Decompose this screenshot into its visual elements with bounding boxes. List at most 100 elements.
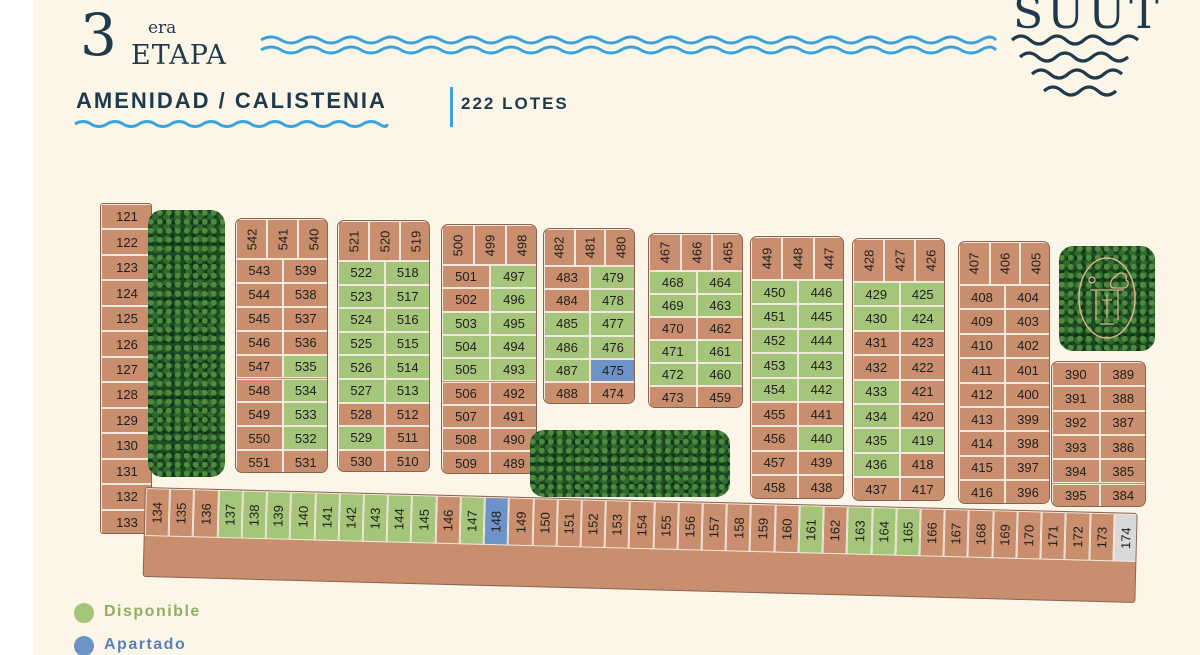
lot-448[interactable]: 448 <box>782 237 814 280</box>
lot-520[interactable]: 520 <box>369 221 400 261</box>
lot-173[interactable]: 173 <box>1088 512 1115 562</box>
lot-466[interactable]: 466 <box>680 234 713 271</box>
lot-435[interactable]: 435 <box>853 428 900 453</box>
lot-473[interactable]: 473 <box>649 386 697 407</box>
lot-494[interactable]: 494 <box>490 334 536 359</box>
lot-537[interactable]: 537 <box>282 306 327 331</box>
lot-486[interactable]: 486 <box>544 335 590 359</box>
lot-443[interactable]: 443 <box>798 353 843 378</box>
lot-493[interactable]: 493 <box>490 358 536 382</box>
lot-131[interactable]: 131 <box>101 458 151 485</box>
lot-533[interactable]: 533 <box>282 402 327 427</box>
lot-542[interactable]: 542 <box>236 219 267 259</box>
lot-151[interactable]: 151 <box>556 498 582 548</box>
lot-395[interactable]: 395 <box>1052 483 1100 506</box>
lot-412[interactable]: 412 <box>959 382 1005 407</box>
lot-539[interactable]: 539 <box>282 259 327 283</box>
lot-408[interactable]: 408 <box>959 285 1005 310</box>
lot-456[interactable]: 456 <box>751 426 798 451</box>
lot-135[interactable]: 135 <box>168 488 195 538</box>
lot-519[interactable]: 519 <box>400 221 429 261</box>
lot-549[interactable]: 549 <box>236 402 283 427</box>
lot-477[interactable]: 477 <box>590 312 634 336</box>
lot-389[interactable]: 389 <box>1099 362 1145 387</box>
lot-445[interactable]: 445 <box>798 304 843 329</box>
lot-385[interactable]: 385 <box>1099 459 1145 484</box>
lot-419[interactable]: 419 <box>899 428 944 453</box>
lot-145[interactable]: 145 <box>411 494 437 544</box>
lot-484[interactable]: 484 <box>544 289 590 313</box>
lot-469[interactable]: 469 <box>649 294 697 317</box>
lot-153[interactable]: 153 <box>604 500 631 549</box>
lot-391[interactable]: 391 <box>1052 386 1100 411</box>
lot-122[interactable]: 122 <box>101 229 151 255</box>
lot-488[interactable]: 488 <box>544 382 590 404</box>
lot-133[interactable]: 133 <box>101 509 151 533</box>
lot-462[interactable]: 462 <box>696 317 742 340</box>
lot-129[interactable]: 129 <box>101 407 151 434</box>
lot-428[interactable]: 428 <box>853 239 884 282</box>
lot-535[interactable]: 535 <box>282 354 327 379</box>
lot-409[interactable]: 409 <box>959 309 1005 334</box>
lot-397[interactable]: 397 <box>1005 455 1049 481</box>
lot-453[interactable]: 453 <box>751 353 798 378</box>
lot-451[interactable]: 451 <box>751 304 798 329</box>
lot-398[interactable]: 398 <box>1005 431 1049 456</box>
lot-485[interactable]: 485 <box>544 312 590 336</box>
lot-423[interactable]: 423 <box>899 330 944 356</box>
lot-544[interactable]: 544 <box>236 282 283 307</box>
lot-154[interactable]: 154 <box>628 500 655 550</box>
lot-406[interactable]: 406 <box>989 242 1021 285</box>
lot-427[interactable]: 427 <box>884 239 915 282</box>
lot-550[interactable]: 550 <box>236 426 283 451</box>
lot-525[interactable]: 525 <box>338 331 385 356</box>
lot-416[interactable]: 416 <box>959 480 1005 503</box>
lot-163[interactable]: 163 <box>846 506 873 556</box>
lot-125[interactable]: 125 <box>101 305 151 332</box>
lot-495[interactable]: 495 <box>490 311 536 335</box>
lot-171[interactable]: 171 <box>1040 511 1066 561</box>
lot-517[interactable]: 517 <box>384 284 429 309</box>
lot-407[interactable]: 407 <box>959 242 990 285</box>
lot-538[interactable]: 538 <box>282 282 327 307</box>
lot-464[interactable]: 464 <box>696 271 742 294</box>
lot-467[interactable]: 467 <box>649 234 681 271</box>
lot-513[interactable]: 513 <box>384 379 429 403</box>
lot-516[interactable]: 516 <box>384 308 429 332</box>
lot-424[interactable]: 424 <box>899 306 944 331</box>
lot-157[interactable]: 157 <box>701 502 728 552</box>
lot-452[interactable]: 452 <box>751 328 798 354</box>
lot-454[interactable]: 454 <box>751 377 798 402</box>
lot-534[interactable]: 534 <box>282 378 327 403</box>
lot-461[interactable]: 461 <box>696 340 742 363</box>
lot-483[interactable]: 483 <box>544 266 590 290</box>
lot-430[interactable]: 430 <box>853 306 900 331</box>
lot-514[interactable]: 514 <box>384 355 429 379</box>
lot-403[interactable]: 403 <box>1005 309 1049 334</box>
lot-174[interactable]: 174 <box>1113 513 1138 563</box>
lot-450[interactable]: 450 <box>751 280 798 305</box>
lot-425[interactable]: 425 <box>899 282 944 307</box>
lot-523[interactable]: 523 <box>338 284 385 309</box>
lot-470[interactable]: 470 <box>649 317 697 340</box>
lot-457[interactable]: 457 <box>751 450 798 476</box>
lot-536[interactable]: 536 <box>282 330 327 355</box>
lot-487[interactable]: 487 <box>544 358 590 382</box>
lot-170[interactable]: 170 <box>1016 510 1042 560</box>
lot-543[interactable]: 543 <box>236 259 283 283</box>
lot-541[interactable]: 541 <box>267 219 298 259</box>
lot-492[interactable]: 492 <box>490 381 536 405</box>
lot-127[interactable]: 127 <box>101 356 151 383</box>
lot-471[interactable]: 471 <box>649 340 697 363</box>
lot-480[interactable]: 480 <box>605 229 634 266</box>
lot-511[interactable]: 511 <box>384 426 429 450</box>
lot-141[interactable]: 141 <box>314 492 340 542</box>
lot-436[interactable]: 436 <box>853 452 900 478</box>
lot-172[interactable]: 172 <box>1064 512 1091 561</box>
lot-491[interactable]: 491 <box>490 404 536 429</box>
lot-434[interactable]: 434 <box>853 404 900 429</box>
lot-526[interactable]: 526 <box>338 355 385 379</box>
lot-522[interactable]: 522 <box>338 261 385 285</box>
lot-547[interactable]: 547 <box>236 354 283 379</box>
lot-146[interactable]: 146 <box>435 495 461 545</box>
